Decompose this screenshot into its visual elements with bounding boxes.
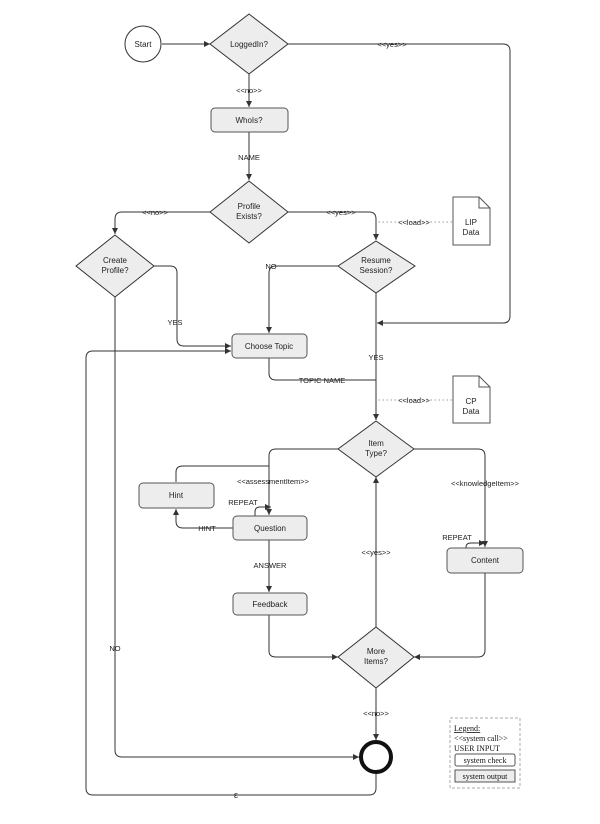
content-box [446, 547, 524, 574]
create-profile-diamond [75, 234, 155, 298]
lip-fold [478, 197, 490, 209]
label-profile-no: <<no>> [142, 208, 168, 217]
choose-topic-box [231, 333, 308, 359]
legend-system-call: <<system call>> [454, 734, 508, 743]
label-loggedin-yes: <<yes>> [377, 40, 407, 49]
edge-profile-no [112, 211, 210, 234]
edge-content-more [414, 573, 486, 660]
label-loggedin-no: <<no>> [236, 86, 262, 95]
start-node [124, 25, 162, 63]
start-label: Start [135, 40, 153, 49]
edge-create-yes [154, 265, 231, 349]
loggedin-diamond [209, 13, 289, 75]
legend-system-output: system output [463, 772, 508, 781]
edge-resume-no [266, 265, 338, 333]
profile-exists-diamond [209, 180, 289, 244]
resume-session-label-1: Resume [361, 256, 391, 265]
label-answer: ANSWER [254, 561, 288, 570]
label-profile-yes: <<yes>> [326, 208, 356, 217]
label-content-repeat: REPEAT [442, 533, 472, 542]
label-topic-name: TOPIC NAME [299, 376, 346, 385]
edge-topic-name [268, 358, 376, 381]
label-more-yes: <<yes>> [361, 548, 391, 557]
edge-content-repeat [465, 540, 485, 548]
label-assessment-item: <<assessmentItem>> [237, 477, 310, 486]
content-label: Content [471, 556, 500, 565]
hint-box [138, 482, 215, 509]
legend: Legend: <<system call>> USER INPUT syste… [449, 717, 521, 789]
item-type-label-1: Item [368, 439, 384, 448]
label-create-yes: YES [167, 318, 182, 327]
label-epsilon: ε [234, 790, 238, 800]
create-profile-label-2: Profile? [101, 266, 129, 275]
edge-loggedin-yes [286, 43, 511, 326]
create-profile-label-1: Create [103, 256, 128, 265]
choose-topic-label: Choose Topic [245, 342, 293, 351]
item-type-diamond [337, 420, 415, 478]
resume-session-diamond [337, 240, 416, 294]
cp-data-label-2: Data [463, 407, 480, 416]
edge-create-no [114, 297, 359, 760]
label-whois-name: NAME [238, 153, 260, 162]
label-question-repeat: REPEAT [228, 498, 258, 507]
legend-user-input: USER INPUT [454, 744, 500, 753]
whois-label: WhoIs? [235, 116, 263, 125]
question-box [232, 515, 308, 541]
edge-profile-yes [288, 211, 379, 240]
cp-data-label-1: CP [465, 397, 476, 406]
lip-data-label-1: LIP [465, 218, 477, 227]
label-resume-no: NO [265, 262, 276, 271]
item-type-label-2: Type? [365, 449, 387, 458]
legend-system-check-box [454, 753, 516, 767]
question-label: Question [254, 524, 286, 533]
hint-label: Hint [169, 491, 184, 500]
legend-frame [449, 717, 521, 789]
profile-exists-label-2: Exists? [236, 212, 262, 221]
edge-epsilon [85, 348, 377, 796]
label-hint: HINT [198, 524, 216, 533]
edge-hint [173, 509, 233, 529]
lip-data-label-2: Data [463, 228, 480, 237]
legend-system-check: system check [464, 756, 507, 765]
cp-data-document [452, 375, 491, 424]
label-resume-yes: YES [368, 353, 383, 362]
edge-knowledge [414, 448, 488, 547]
legend-system-output-box [454, 769, 516, 783]
more-items-label-1: More [367, 647, 386, 656]
legend-title: Legend: [454, 724, 480, 733]
whois-box [210, 107, 289, 133]
label-cp-load: <<load>> [398, 396, 430, 405]
edge-feedback-more [268, 615, 338, 660]
cp-fold [478, 376, 490, 388]
loggedin-label: LoggedIn? [230, 40, 268, 49]
edge-question-repeat [254, 504, 271, 516]
label-knowledge-item: <<knowledgeItem>> [451, 479, 520, 488]
more-items-label-2: Items? [364, 657, 389, 666]
label-create-no: NO [109, 644, 120, 653]
feedback-box [232, 592, 308, 616]
edge-hint-back [175, 465, 269, 482]
lip-data-document [452, 196, 491, 246]
end-node [359, 740, 393, 774]
edge-assessment [266, 448, 338, 515]
label-more-no: <<no>> [363, 709, 389, 718]
profile-exists-label-1: Profile [238, 202, 261, 211]
more-items-diamond [337, 626, 415, 689]
resume-session-label-2: Session? [360, 266, 393, 275]
label-lip-load: <<load>> [398, 218, 430, 227]
feedback-label: Feedback [252, 600, 288, 609]
